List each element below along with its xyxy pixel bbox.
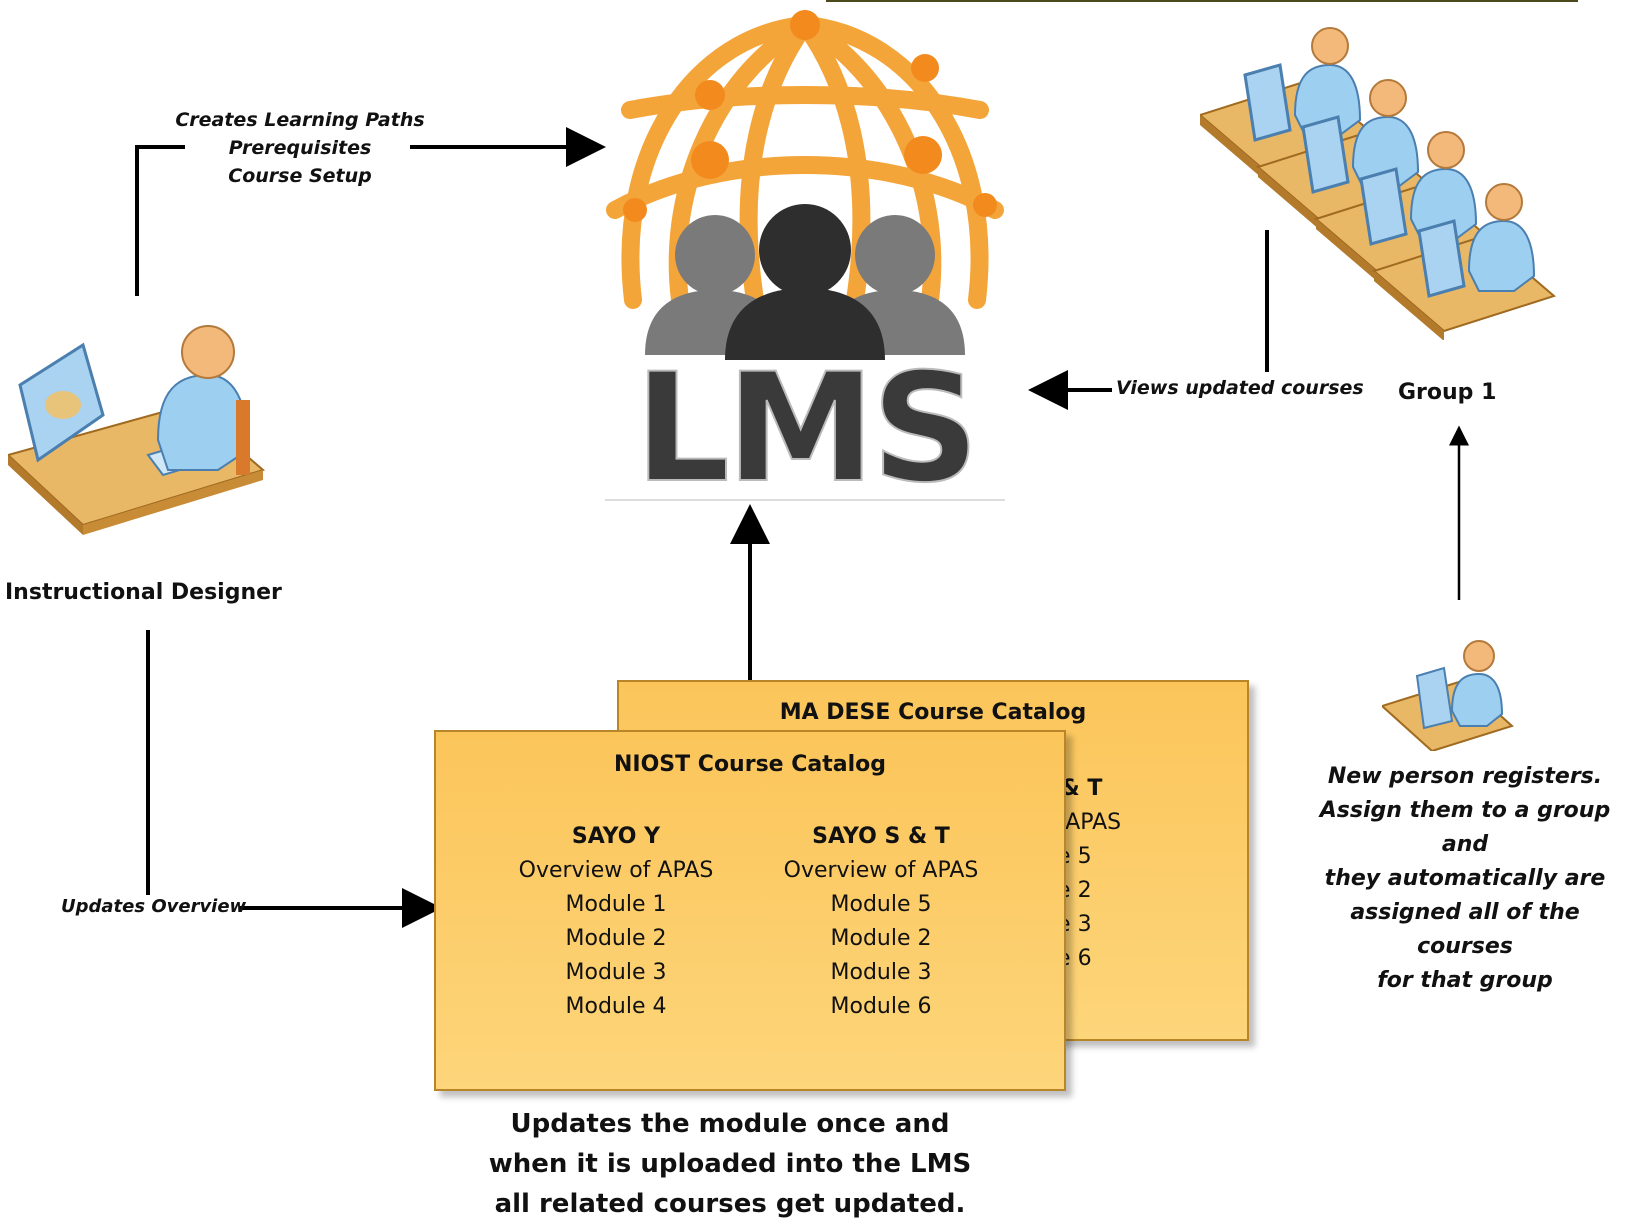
- note-line-3: they automatically are: [1324, 866, 1606, 891]
- module-item: Module 4: [565, 994, 667, 1019]
- note-line-5: for that group: [1377, 968, 1553, 993]
- designer-flow-label: Creates Learning Paths Prerequisites Cou…: [175, 106, 425, 190]
- updates-overview-label: Updates Overview: [61, 896, 247, 917]
- people-silhouettes: [645, 204, 965, 360]
- group-label: Group 1: [1398, 380, 1497, 405]
- views-updated-label: Views updated courses: [1116, 377, 1364, 399]
- note-line-4: assigned all of the courses: [1350, 900, 1580, 959]
- niost-catalog-title: NIOST Course Catalog: [613, 752, 886, 777]
- module-item: Module 2: [565, 926, 667, 951]
- designer-to-lms-arrow: [135, 145, 185, 296]
- sayo-st-column: SAYO S & T Overview of APAS Module 5 Mod…: [761, 820, 1001, 1024]
- lms-logo-text: LMS: [635, 342, 976, 510]
- module-item: Module 1: [565, 892, 667, 917]
- lms-globe-icon: LMS: [605, 10, 1005, 510]
- sayo-st-heading: SAYO S & T: [812, 824, 950, 849]
- caption-line-1: Updates the module once and: [510, 1109, 950, 1139]
- caption-line-2: when it is uploaded into the LMS: [488, 1149, 972, 1179]
- top-border-line: [826, 0, 1578, 2]
- ma-dese-catalog-title: MA DESE Course Catalog: [779, 700, 1087, 725]
- designer-icon: [8, 325, 266, 535]
- new-person-icon: [1382, 640, 1514, 751]
- module-item: Module 3: [565, 960, 667, 985]
- module-item: Module 3: [830, 960, 932, 985]
- sayo-y-column: SAYO Y Overview of APAS Module 1 Module …: [496, 820, 736, 1024]
- niost-catalog: NIOST Course Catalog SAYO Y Overview of …: [434, 730, 1066, 1091]
- caption-line-3: all related courses get updated.: [494, 1189, 966, 1219]
- sayo-y-heading: SAYO Y: [571, 824, 661, 849]
- module-item: Module 5: [830, 892, 932, 917]
- update-caption: Updates the module once and when it is u…: [440, 1104, 1020, 1224]
- note-line-1: New person registers.: [1327, 764, 1603, 789]
- module-item: Module 2: [830, 926, 932, 951]
- module-item: Overview of APAS: [783, 858, 979, 883]
- module-item: Overview of APAS: [518, 858, 714, 883]
- group-workers-icon: [1200, 27, 1556, 340]
- flow-line-1: Creates Learning Paths: [175, 109, 425, 131]
- note-line-2: Assign them to a group and: [1319, 798, 1611, 857]
- flow-line-2: Prerequisites: [228, 137, 372, 159]
- instructional-designer-label: Instructional Designer: [5, 580, 282, 605]
- module-item: Module 6: [830, 994, 932, 1019]
- new-person-note: New person registers. Assign them to a g…: [1300, 760, 1630, 998]
- flow-line-3: Course Setup: [228, 165, 372, 187]
